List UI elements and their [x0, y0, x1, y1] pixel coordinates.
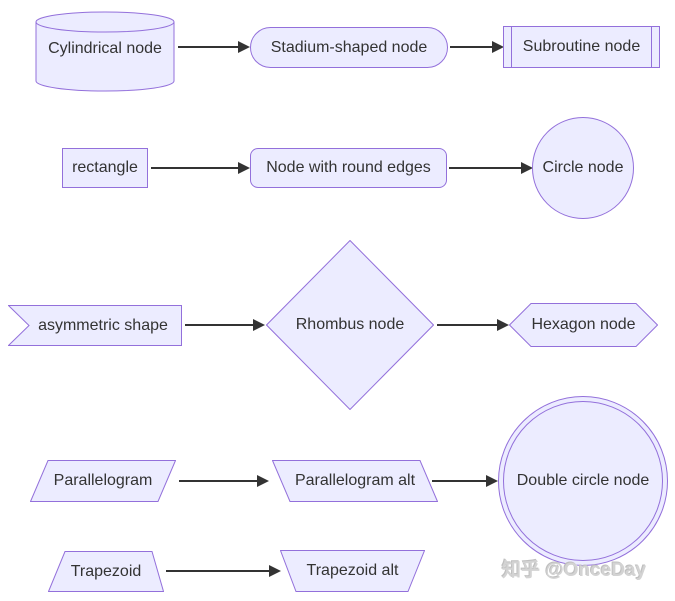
node-rhombus: Rhombus node [266, 240, 434, 410]
hexagon-shape [509, 303, 658, 347]
arrow-parallelogram-alt-to-double-circle [432, 475, 498, 487]
node-trapezoid: Trapezoid [48, 551, 164, 592]
trapezoid-alt-polygon [280, 550, 425, 592]
node-stadium-label: Stadium-shaped node [270, 38, 428, 56]
node-cylinder: Cylindrical node [35, 11, 175, 92]
rhombus-shape [266, 240, 434, 410]
node-round-edges-label: Node with round edges [266, 159, 431, 176]
node-subroutine-label: Subroutine node [522, 38, 641, 55]
arrow-round-edges-to-circle [449, 162, 533, 174]
node-trapezoid-alt: Trapezoid alt [280, 550, 425, 592]
node-cylinder-label: Cylindrical node [48, 39, 162, 57]
watermark: 知乎 @OnceDay [502, 560, 647, 581]
node-parallelogram-label: Parallelogram [53, 472, 153, 489]
node-asymmetric-label: asymmetric shape [38, 316, 168, 334]
arrow-trapezoid-to-trapezoid-alt [166, 565, 281, 577]
subroutine-right-line [651, 27, 652, 67]
rhombus-polygon [266, 240, 434, 410]
node-round-edges: Node with round edges [250, 148, 447, 188]
node-rectangle-label: rectangle [72, 159, 138, 176]
arrow-stadium-to-subroutine [450, 41, 504, 53]
trapezoid-alt-shape [280, 550, 425, 592]
arrow-rectangle-to-round-edges [151, 162, 250, 174]
asymmetric-shape [8, 305, 182, 346]
node-stadium: Stadium-shaped node [250, 27, 448, 68]
parallelogram-polygon [30, 460, 176, 502]
node-hexagon-label: Hexagon node [531, 316, 636, 333]
arrow-parallelogram-to-parallelogram-alt [179, 475, 269, 487]
arrow-rhombus-to-hexagon [437, 319, 509, 331]
node-parallelogram-alt: Parallelogram alt [272, 460, 438, 502]
node-circle: Circle node [532, 117, 634, 219]
arrow-asymmetric-to-rhombus [185, 319, 265, 331]
parallelogram-alt-polygon [272, 460, 438, 502]
cylinder-shape [35, 11, 175, 92]
hexagon-polygon [509, 303, 658, 347]
node-double-circle: Double circle node [498, 396, 668, 566]
node-circle-label: Circle node [542, 159, 624, 176]
node-parallelogram-alt-label: Parallelogram alt [294, 472, 416, 489]
subroutine-left-line [511, 27, 512, 67]
node-asymmetric: asymmetric shape [8, 305, 182, 346]
cylinder-top [35, 11, 175, 33]
trapezoid-polygon [48, 551, 164, 592]
node-subroutine: Subroutine node [503, 26, 660, 68]
node-double-circle-label: Double circle node [516, 472, 650, 489]
node-hexagon: Hexagon node [509, 303, 658, 347]
arrow-cylinder-to-stadium [178, 41, 250, 53]
trapezoid-shape [48, 551, 164, 592]
node-trapezoid-label: Trapezoid [70, 562, 142, 580]
cylinder-body [35, 22, 175, 92]
node-rectangle: rectangle [62, 148, 148, 188]
node-trapezoid-alt-label: Trapezoid alt [306, 562, 399, 579]
parallelogram-shape [30, 460, 176, 502]
node-rhombus-label: Rhombus node [295, 316, 405, 333]
node-parallelogram: Parallelogram [30, 460, 176, 502]
parallelogram-alt-shape [272, 460, 438, 502]
asymmetric-polygon [8, 305, 182, 346]
